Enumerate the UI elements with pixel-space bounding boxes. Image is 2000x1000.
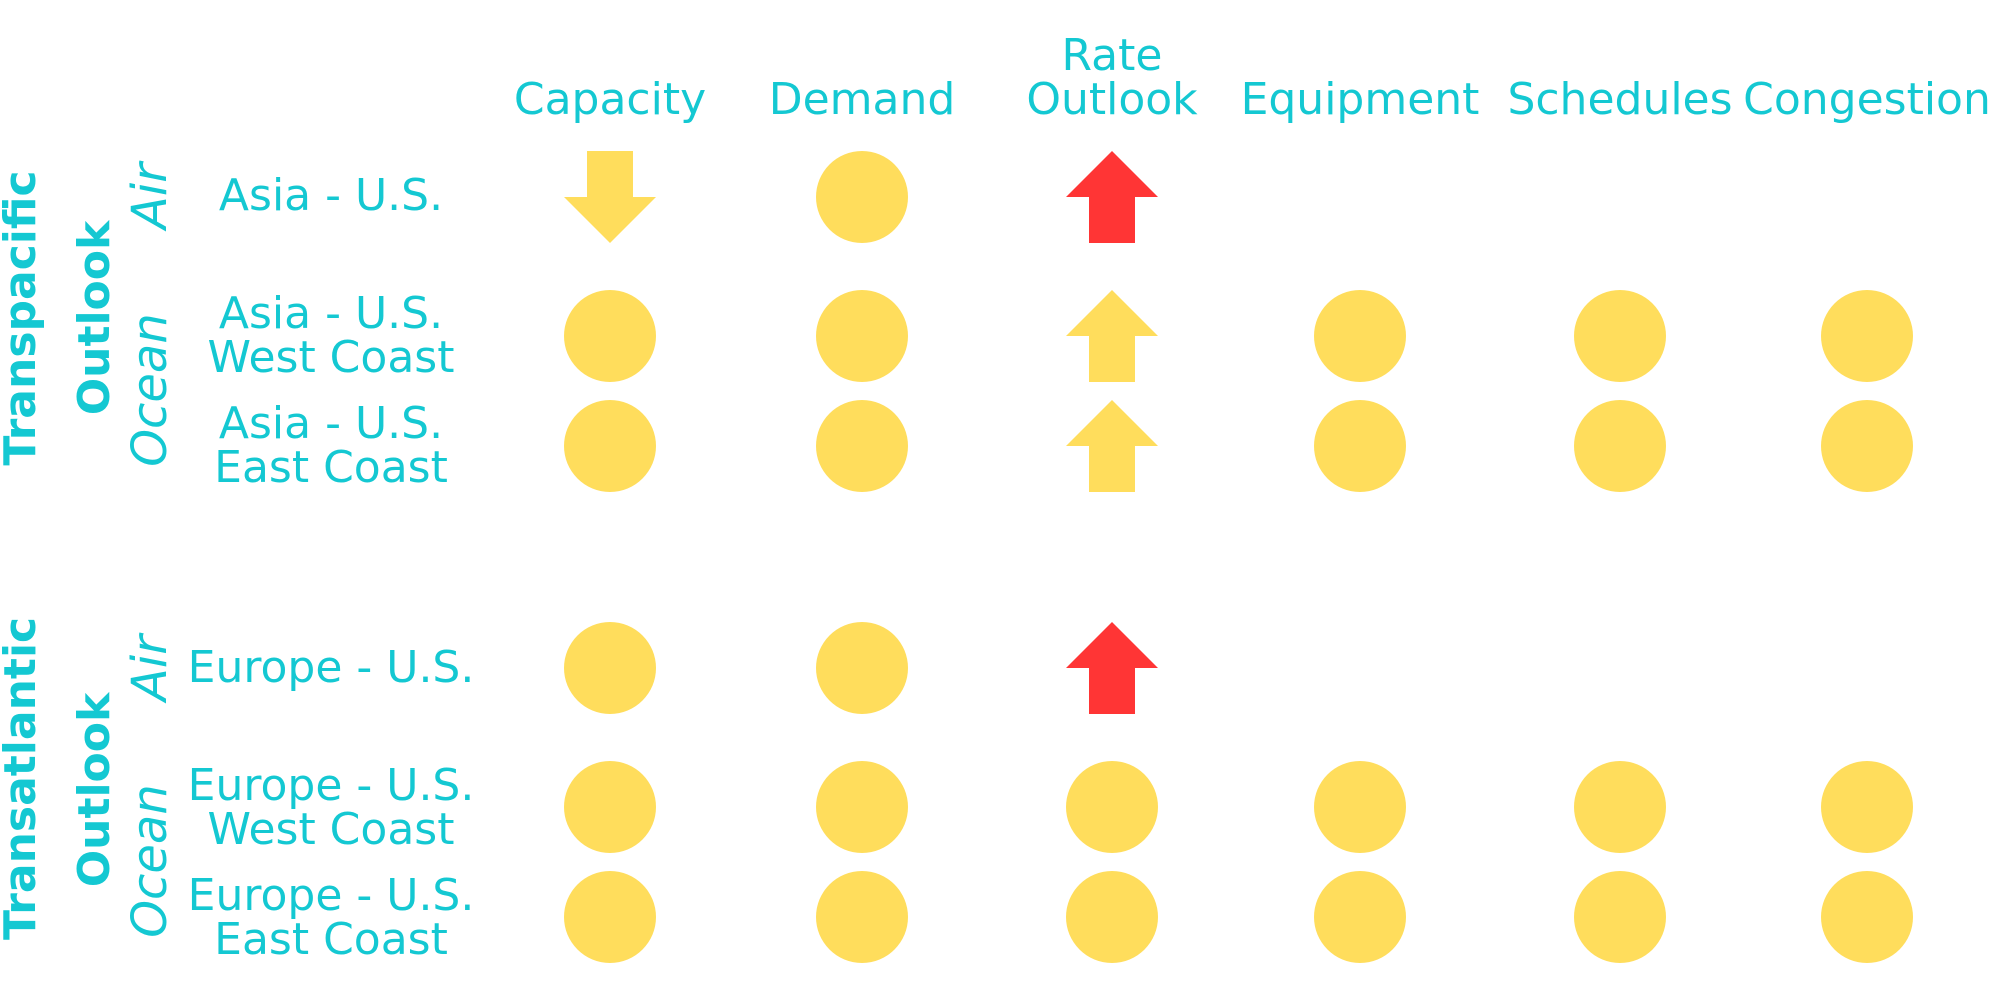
- indicator-demand-circle: [816, 761, 908, 853]
- indicator-rate-outlook-arrow-up: [1066, 151, 1158, 243]
- indicator-demand-circle: [816, 871, 908, 963]
- section-title-transpacific: Transpacific Outlook: [0, 170, 120, 466]
- indicator-equipment-circle: [1314, 761, 1406, 853]
- indicator-capacity-circle: [564, 871, 656, 963]
- route-label-asia-us-east-coast: Asia - U.S. East Coast: [214, 398, 448, 493]
- mode-label-transpacific-air: Air: [122, 163, 178, 229]
- indicator-demand-circle: [816, 622, 908, 714]
- indicator-capacity-circle: [564, 290, 656, 382]
- indicator-schedules-circle: [1574, 871, 1666, 963]
- indicator-rate-outlook-circle: [1066, 871, 1158, 963]
- route-label-asia-us-west-coast: Asia - U.S. West Coast: [207, 288, 455, 383]
- column-header-demand: Demand: [768, 74, 956, 125]
- route-label-europe-us: Europe - U.S.: [187, 642, 475, 693]
- indicator-congestion-circle: [1821, 761, 1913, 853]
- indicator-capacity-circle: [564, 400, 656, 492]
- indicator-equipment-circle: [1314, 290, 1406, 382]
- indicator-equipment-circle: [1314, 871, 1406, 963]
- mode-label-transatlantic-ocean: Ocean: [122, 784, 178, 938]
- indicator-capacity-circle: [564, 622, 656, 714]
- section-title-transatlantic: Transatlantic Outlook: [0, 616, 120, 940]
- mode-label-transatlantic-air: Air: [122, 635, 178, 701]
- mode-label-transpacific-ocean: Ocean: [122, 313, 178, 467]
- route-label-europe-us-west-coast: Europe - U.S. West Coast: [187, 760, 475, 855]
- indicator-congestion-circle: [1821, 871, 1913, 963]
- indicator-capacity-circle: [564, 761, 656, 853]
- indicator-equipment-circle: [1314, 400, 1406, 492]
- route-label-asia-us: Asia - U.S.: [218, 170, 444, 221]
- indicator-schedules-circle: [1574, 761, 1666, 853]
- indicator-congestion-circle: [1821, 290, 1913, 382]
- column-header-equipment: Equipment: [1240, 74, 1480, 125]
- column-header-rate-outlook: Rate Outlook: [1026, 30, 1198, 125]
- indicator-demand-circle: [816, 400, 908, 492]
- column-header-capacity: Capacity: [513, 74, 707, 125]
- indicator-schedules-circle: [1574, 290, 1666, 382]
- indicator-rate-outlook-arrow-up: [1066, 400, 1158, 492]
- column-header-schedules: Schedules: [1507, 74, 1733, 125]
- indicator-rate-outlook-arrow-up: [1066, 622, 1158, 714]
- column-header-congestion: Congestion: [1743, 74, 1991, 125]
- indicator-demand-circle: [816, 290, 908, 382]
- route-label-europe-us-east-coast: Europe - U.S. East Coast: [187, 870, 475, 965]
- indicator-rate-outlook-arrow-up: [1066, 290, 1158, 382]
- indicator-rate-outlook-circle: [1066, 761, 1158, 853]
- indicator-capacity-arrow-down: [564, 151, 656, 243]
- indicator-demand-circle: [816, 151, 908, 243]
- indicator-congestion-circle: [1821, 400, 1913, 492]
- indicator-schedules-circle: [1574, 400, 1666, 492]
